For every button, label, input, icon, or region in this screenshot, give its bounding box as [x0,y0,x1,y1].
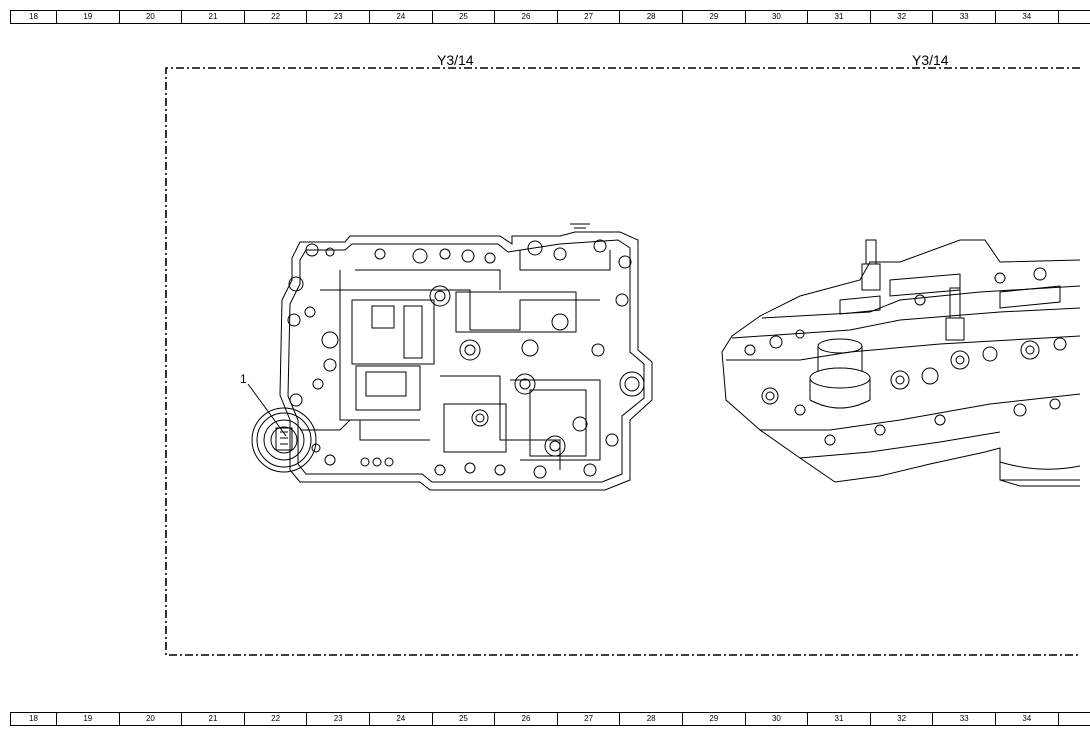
grid-column-22: 22 [243,713,307,725]
grid-column-22: 22 [243,11,307,23]
connector-callout-1-part [251,407,317,473]
grid-column-34: 34 [995,11,1058,23]
grid-column-29: 29 [682,11,745,23]
grid-column-27: 27 [556,11,620,23]
grid-column-19: 19 [56,713,119,725]
grid-column-30: 30 [744,11,808,23]
grid-column-24: 24 [369,713,432,725]
grid-column-20: 20 [118,11,182,23]
callout-1-leader-line [247,383,287,437]
grid-column-34: 34 [995,713,1058,725]
grid-column-24: 24 [369,11,432,23]
valve-body-plan-view [251,223,653,491]
grid-column-30: 30 [744,713,808,725]
grid-column-28: 28 [619,713,682,725]
grid-column-21: 21 [181,713,244,725]
component-boundary-frame [165,67,1080,656]
valve-body-isometric-view [721,239,1081,487]
grid-column-18: 18 [29,714,38,723]
valve-plate-bores [287,239,645,479]
grid-column-20: 20 [118,713,182,725]
grid-column-19: 19 [56,11,119,23]
grid-column-23: 23 [306,11,369,23]
grid-column-33: 33 [932,11,995,23]
grid-column-26: 26 [494,11,557,23]
grid-column-25: 25 [431,713,495,725]
grid-column-31: 31 [807,713,870,725]
grid-column-18: 18 [29,12,38,21]
grid-column-23: 23 [306,713,369,725]
isometric-bores [744,267,1067,446]
view-label-left: Y3/14 [437,52,474,68]
grid-column-26: 26 [494,713,557,725]
view-label-right: Y3/14 [912,52,949,68]
grid-column-33: 33 [932,713,995,725]
grid-column-end [1057,11,1090,23]
grid-column-32: 32 [869,713,933,725]
grid-column-25: 25 [431,11,495,23]
grid-column-31: 31 [807,11,870,23]
grid-column-end [1057,713,1090,725]
grid-column-29: 29 [682,713,745,725]
grid-column-21: 21 [181,11,244,23]
grid-column-32: 32 [869,11,933,23]
grid-column-27: 27 [556,713,620,725]
grid-column-28: 28 [619,11,682,23]
callout-number-1: 1 [240,372,247,386]
